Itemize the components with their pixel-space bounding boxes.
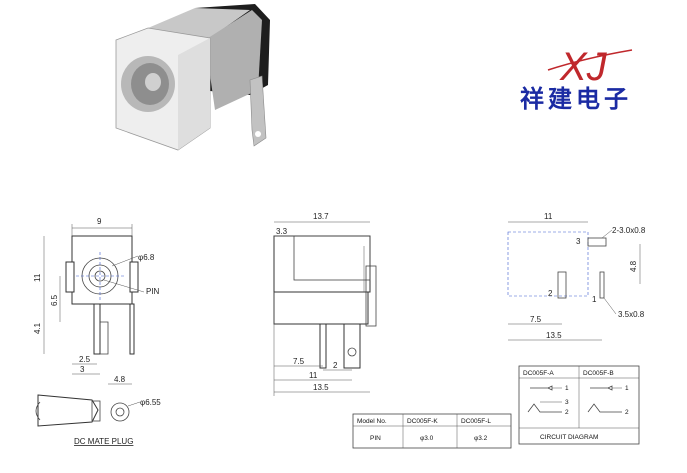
side-back-tab	[365, 265, 377, 327]
pcb-slot-label: 2-3.0x0.8	[612, 226, 646, 235]
side-pin-b	[343, 323, 361, 369]
pcb-d2-label: 13.5	[546, 331, 562, 340]
side-view: 13.7 3.3 7.5 2 11 13.5	[273, 212, 377, 396]
plug-face-outer	[110, 402, 130, 422]
circuit-diagram: DC005F-A DC005F-B 1 3 2 1 2 CIRCUIT DIAG…	[518, 365, 640, 445]
company-logo: XJ 祥建电子	[520, 45, 633, 113]
pcb-pin2-label: 2	[548, 289, 553, 298]
pcb-pin3-label: 3	[576, 237, 581, 246]
circuit-a-pin2-label: 2	[565, 409, 569, 416]
render-front-side	[178, 38, 210, 150]
circuit-a-pin2-symbol	[527, 403, 562, 413]
front-pin-b	[129, 303, 135, 355]
front-hole-dia-label: φ6.8	[138, 253, 155, 262]
plug-label: DC MATE PLUG	[74, 437, 133, 446]
side-top-block	[273, 235, 371, 293]
front-height-label: 11	[33, 273, 42, 282]
render-top-cover	[148, 8, 250, 38]
front-pin-leader	[103, 279, 145, 293]
pcb-hole-leader	[603, 297, 617, 315]
front-pinx-label: 4.8	[114, 375, 126, 384]
front-ear-left	[65, 261, 75, 293]
pcb-slot-3	[587, 237, 607, 247]
pcb-outline	[507, 231, 589, 297]
circuit-b-pin2-label: 2	[625, 409, 629, 416]
plug-cable-end	[35, 401, 41, 421]
circuit-a-pin3-label: 3	[565, 399, 569, 406]
pcb-slot-1	[599, 271, 605, 299]
front-width-label: 9	[97, 217, 102, 226]
circuit-b-pin2-symbol	[587, 403, 622, 413]
pcb-slot-2	[557, 271, 567, 299]
model-table: Model No. DC005F-K DC005F-L PIN φ3.0 φ3.…	[352, 413, 512, 449]
circuit-a-pin1-label: 1	[565, 385, 569, 392]
front-hole-leader	[111, 255, 139, 267]
side-bottom-block	[273, 291, 369, 325]
pcb-pin1-label: 1	[592, 295, 597, 304]
side-length-label: 13.7	[313, 212, 329, 221]
render-side-cover	[205, 10, 262, 110]
side-pin-a	[319, 323, 327, 369]
side-pin-hole	[347, 347, 357, 357]
front-pin-label: PIN	[146, 287, 160, 296]
front-pinw-label: 2.5	[79, 355, 91, 364]
front-pincenter-label: 6.5	[50, 294, 59, 306]
side-top-inner	[293, 235, 371, 281]
plug-face-inner	[115, 407, 125, 417]
pcb-d1-label: 7.5	[530, 315, 542, 324]
front-lower-label: 4.1	[33, 322, 42, 334]
logo-swoosh	[547, 49, 633, 71]
pcb-width-label: 11	[544, 212, 553, 221]
circuit-b-pin1-label: 1	[625, 385, 629, 392]
front-pin-a	[93, 303, 101, 355]
circuit-a-pin1-symbol	[530, 385, 553, 391]
pcb-vert-label: 4.8	[629, 260, 638, 272]
table-cell-l-pin: φ3.2	[474, 435, 488, 442]
plug-dia-label: φ6.55	[140, 398, 161, 407]
circuit-caption: CIRCUIT DIAGRAM	[540, 434, 598, 441]
circuit-col-b: DC005F-B	[583, 370, 614, 377]
render-pin-tab	[249, 75, 267, 147]
front-pinw2-label: 3	[80, 365, 85, 374]
table-header-model: Model No.	[357, 418, 387, 425]
table-frame	[352, 413, 512, 449]
side-d4-label: 13.5	[313, 383, 329, 392]
front-pin-circle	[94, 270, 106, 282]
front-pin-a-side	[100, 321, 109, 355]
pcb-slot-leader	[601, 229, 613, 239]
pcb-layout: 11 3 2-3.0x0.8 2 1 3.5x0.8 4.8 7.5 13.5	[507, 212, 646, 341]
circuit-col-a: DC005F-A	[523, 370, 554, 377]
product-render	[115, 4, 270, 151]
logo-mark: XJ	[559, 45, 608, 89]
side-d1-label: 7.5	[293, 357, 305, 366]
mate-plug: φ6.55 DC MATE PLUG	[35, 394, 161, 446]
side-d3-label: 11	[309, 371, 318, 380]
table-cell-pin: PIN	[370, 435, 381, 442]
logo-chinese: 祥建电子	[520, 85, 632, 113]
circuit-b-pin1-symbol	[590, 385, 613, 391]
front-view: 9 11 6.5 4.1 φ6.8 PIN 2.5 3 4.8	[33, 217, 160, 385]
plug-body	[37, 394, 99, 427]
side-step-label: 3.3	[276, 227, 288, 236]
plug-dia-leader	[127, 401, 141, 407]
pcb-hole-label: 3.5x0.8	[618, 310, 645, 319]
plug-tip	[91, 400, 101, 422]
table-header-l: DC005F-L	[461, 418, 491, 425]
render-center-pin	[145, 73, 161, 91]
render-pin-hole	[255, 131, 261, 137]
table-header-k: DC005F-K	[407, 418, 438, 425]
table-cell-k-pin: φ3.0	[420, 435, 434, 442]
side-d2-label: 2	[333, 361, 338, 370]
front-ear-right	[129, 261, 139, 293]
